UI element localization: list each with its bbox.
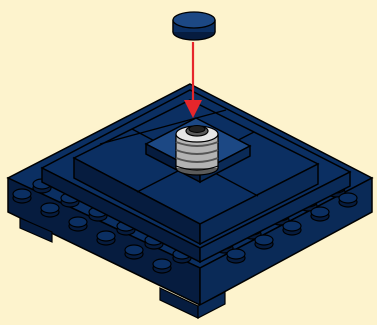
stud — [153, 259, 171, 273]
stud — [227, 249, 245, 263]
stud — [97, 231, 115, 245]
stud — [41, 203, 59, 217]
stud — [125, 245, 143, 259]
stud — [283, 221, 301, 235]
stud — [311, 207, 329, 221]
stud — [255, 235, 273, 249]
silver-grille-brick — [176, 126, 218, 176]
round-tile-new-piece — [173, 12, 215, 40]
stud — [339, 193, 357, 207]
stud — [69, 217, 87, 231]
stud — [13, 189, 31, 203]
